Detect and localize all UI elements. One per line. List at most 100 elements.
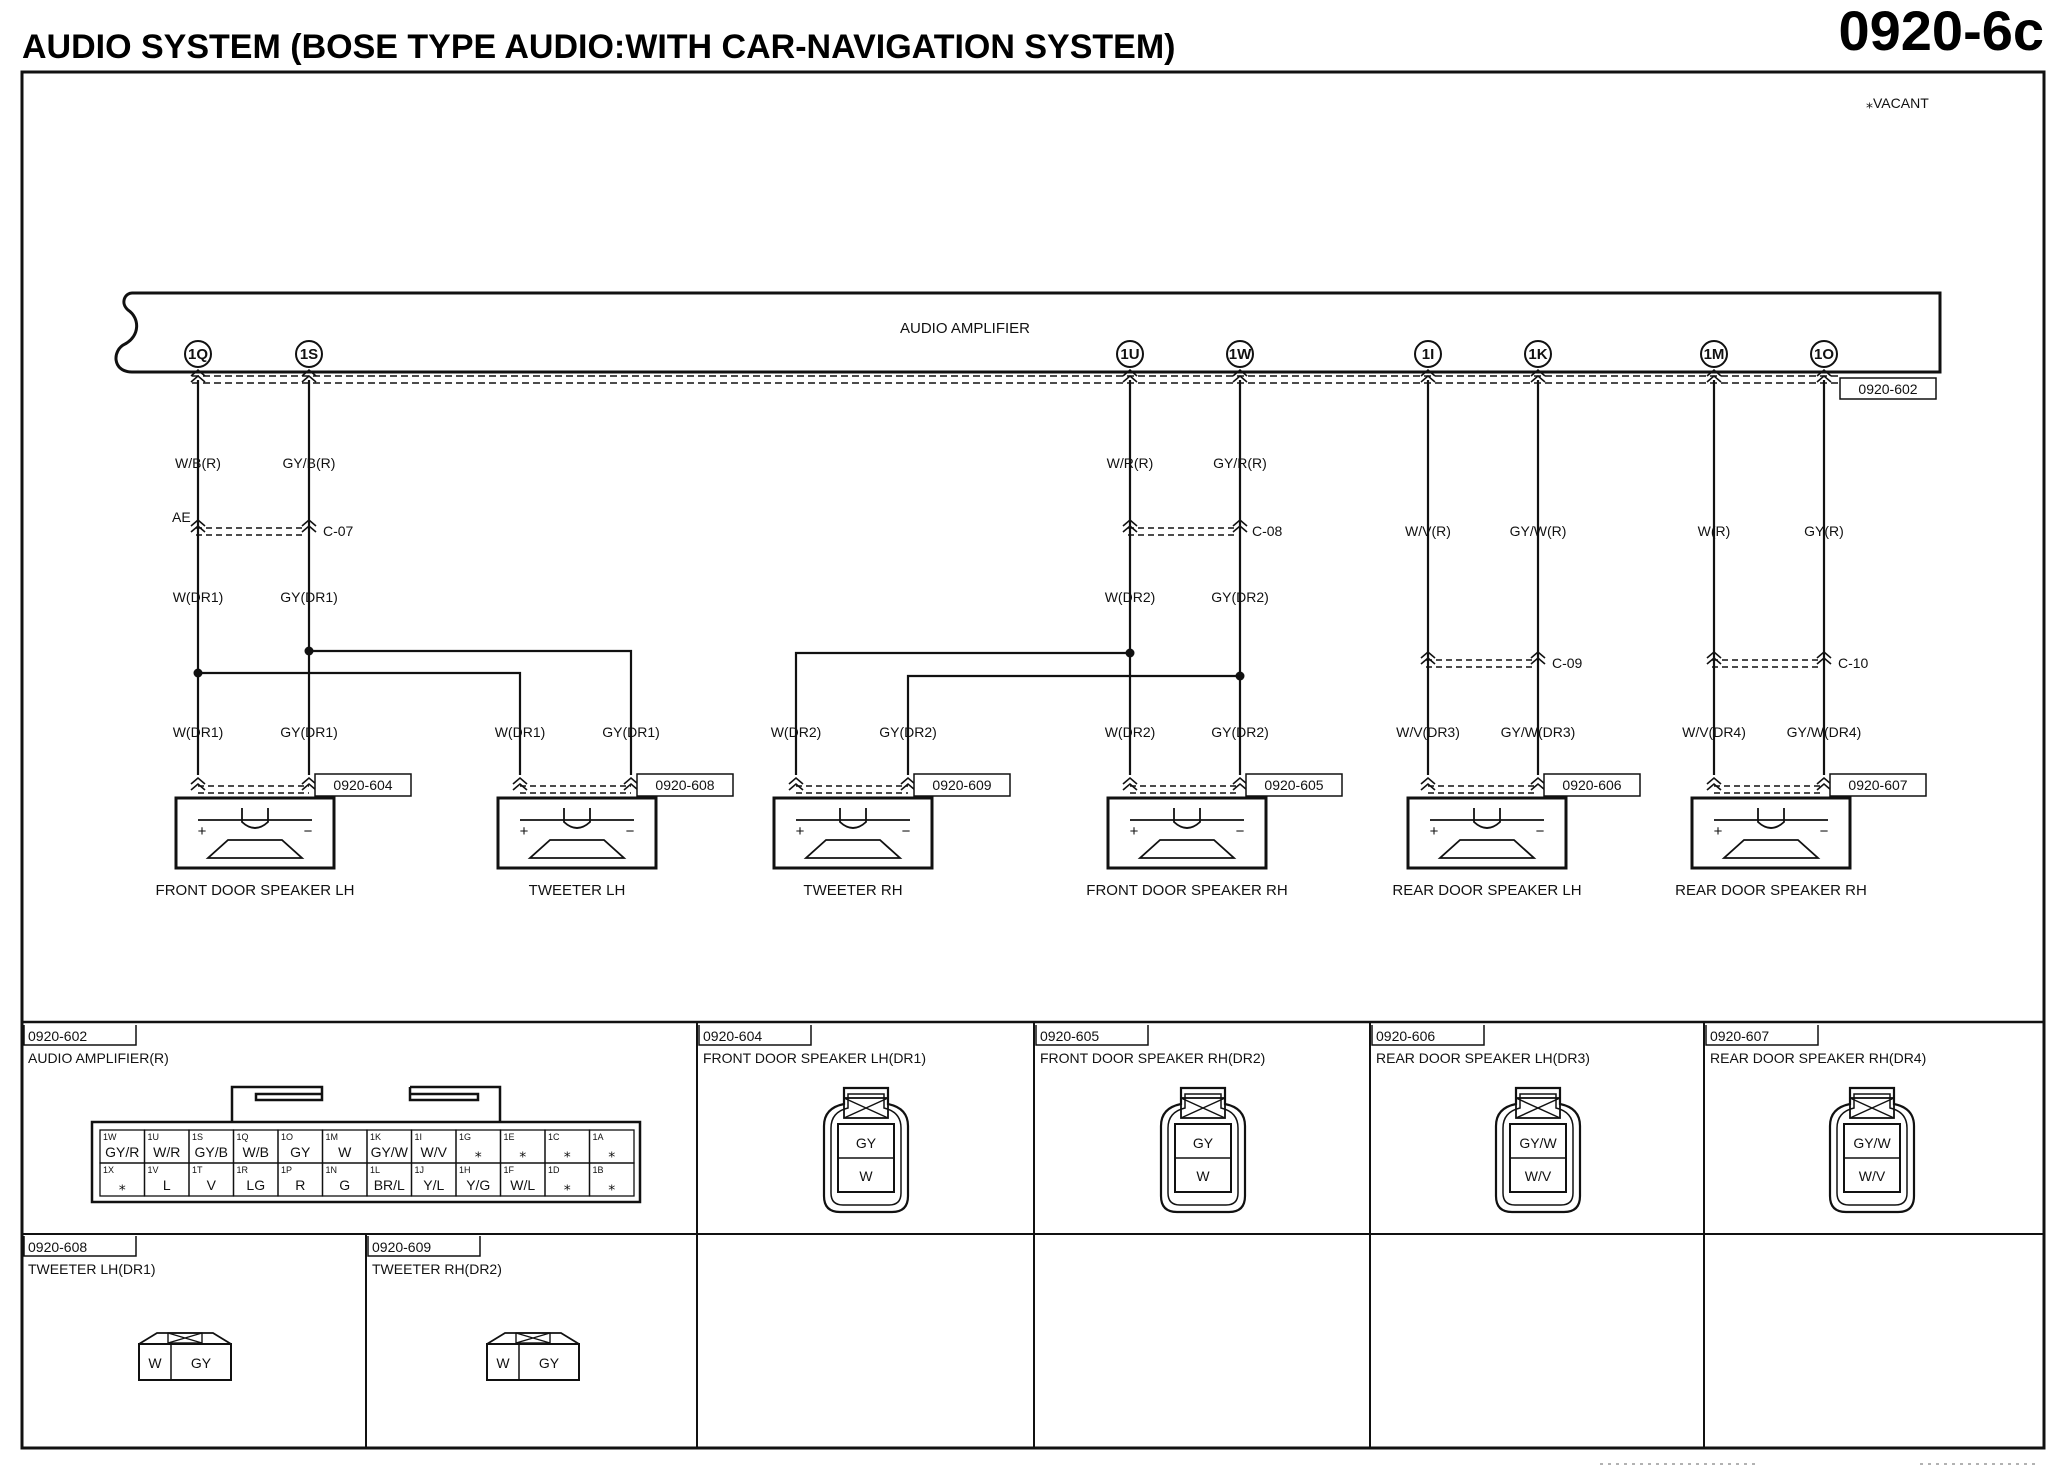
amp-pin-id: 1H	[459, 1165, 471, 1175]
splice-dot	[193, 668, 203, 678]
terminal-mark	[1122, 518, 1138, 533]
amp-pin-id: 1O	[281, 1132, 293, 1142]
wire	[794, 651, 1130, 775]
pin-label: 1Q	[188, 346, 208, 363]
plus-terminal: +	[198, 823, 207, 840]
joint-c07-label: C-07	[323, 523, 354, 539]
speaker-connector-tag	[1543, 773, 1641, 797]
speakers: 0920-604+−FRONT DOOR SPEAKER LH0920-608+…	[156, 773, 1927, 899]
speaker-coil-icon	[1173, 808, 1201, 829]
speaker-body	[174, 796, 336, 870]
speaker-connector-code: 0920-604	[333, 777, 392, 793]
connector-title: REAR DOOR SPEAKER LH(DR3)	[1376, 1050, 1590, 1066]
amp-pin-id: 1G	[459, 1132, 471, 1142]
speaker-cone-icon	[803, 839, 903, 859]
splice-dot	[1125, 648, 1135, 658]
wire-color-label: GY(DR1)	[280, 724, 338, 740]
connector-outline	[1828, 1086, 1916, 1214]
terminal-mark	[1816, 650, 1832, 665]
terminal-mark	[1816, 776, 1832, 791]
wire-color-label: GY(DR2)	[1211, 589, 1269, 605]
wire-labels: W/B(R)GY/B(R)W/R(R)GY/R(R)W/V(R)GY/W(R)W…	[173, 455, 1862, 740]
plus-terminal: +	[796, 823, 805, 840]
amp-pin-color: W/B	[243, 1144, 269, 1160]
amp-pin-id: 1J	[415, 1165, 425, 1175]
amplifier-connector-code: 0920-602	[1858, 381, 1917, 397]
pin-label: 1I	[1422, 346, 1435, 363]
terminal-mark	[190, 518, 206, 533]
wire-color-label: W(DR2)	[1105, 724, 1156, 740]
terminal-mark	[1420, 368, 1436, 383]
amplifier-connector-tag	[1839, 377, 1937, 400]
joint-c09-label: C-09	[1552, 655, 1583, 671]
terminal-mark	[1122, 368, 1138, 383]
speaker-body	[496, 796, 658, 870]
amp-pin-color: Y/G	[466, 1177, 490, 1193]
terminal-mark	[788, 776, 804, 791]
pin-circle	[184, 340, 212, 368]
terminal-mark	[1706, 776, 1722, 791]
connector-pin-label: W/V	[1525, 1168, 1552, 1184]
speaker-cone-icon	[1437, 839, 1537, 859]
amp-pin-id: 1E	[504, 1132, 515, 1142]
wire-color-label: GY/W(DR4)	[1787, 724, 1862, 740]
terminal-mark	[301, 518, 317, 533]
wire-color-label: W/R(R)	[1107, 455, 1154, 471]
pin-cavity	[138, 1343, 232, 1381]
wire-color-label: W(DR1)	[173, 724, 224, 740]
connector-code: 0920-604	[703, 1028, 762, 1044]
wire-color-label: GY/W(DR3)	[1501, 724, 1576, 740]
pin-circle	[1226, 340, 1254, 368]
amp-pin-color: ⁎	[608, 1177, 615, 1193]
terminal-mark	[1530, 776, 1546, 791]
pin-label: 1K	[1528, 346, 1547, 363]
wire-color-label: GY/B(R)	[283, 455, 336, 471]
connector-code: 0920-609	[372, 1239, 431, 1255]
speaker-connector-tag	[1829, 773, 1927, 797]
terminal-mark	[1232, 776, 1248, 791]
latch-icon	[843, 1097, 889, 1119]
speaker-1: 0920-604+−FRONT DOOR SPEAKER LH	[156, 773, 412, 899]
wire-color-label: W(DR2)	[771, 724, 822, 740]
speaker-2: 0920-608+−TWEETER LH	[496, 773, 734, 899]
wire-color-label: W(DR1)	[173, 589, 224, 605]
terminal-mark	[512, 776, 528, 791]
connector-pin-label: GY/W	[1519, 1135, 1557, 1151]
terminal-mark	[1232, 368, 1248, 383]
speaker-name: TWEETER LH	[529, 882, 626, 899]
amp-pin-color: W/L	[510, 1177, 535, 1193]
minus-terminal: −	[902, 823, 911, 840]
connector-title: TWEETER LH(DR1)	[28, 1261, 156, 1277]
connector-pin-label: W	[859, 1168, 873, 1184]
splice-dot	[1235, 671, 1245, 681]
wire	[906, 674, 1240, 775]
amp-pin-id: 1M	[326, 1132, 339, 1142]
joint-ae-label: AE	[172, 509, 191, 525]
speaker-body	[1106, 796, 1268, 870]
amplifier-box	[114, 291, 1942, 374]
terminal-mark	[900, 776, 916, 791]
speaker-cone-icon	[1137, 839, 1237, 859]
speaker-connector-code: 0920-606	[1562, 777, 1621, 793]
terminal-mark	[301, 776, 317, 791]
connector-code: 0920-605	[1040, 1028, 1099, 1044]
speaker-coil-icon	[1757, 808, 1785, 829]
amp-pin-id: 1U	[148, 1132, 160, 1142]
connector-title: REAR DOOR SPEAKER RH(DR4)	[1710, 1050, 1926, 1066]
amp-pin-color: ⁎	[519, 1144, 526, 1160]
speaker-4: 0920-605+−FRONT DOOR SPEAKER RH	[1086, 773, 1343, 899]
wire	[309, 649, 633, 775]
pin-circle	[1116, 340, 1144, 368]
wire-color-label: W(DR2)	[1105, 589, 1156, 605]
splice-dot	[304, 646, 314, 656]
connector-pin-label: GY/W	[1853, 1135, 1891, 1151]
wire-color-label: GY/W(R)	[1510, 523, 1567, 539]
pin-label: 1U	[1120, 346, 1139, 363]
plus-terminal: +	[520, 823, 529, 840]
pin-label: 1S	[300, 346, 318, 363]
latch-icon	[1515, 1097, 1561, 1119]
